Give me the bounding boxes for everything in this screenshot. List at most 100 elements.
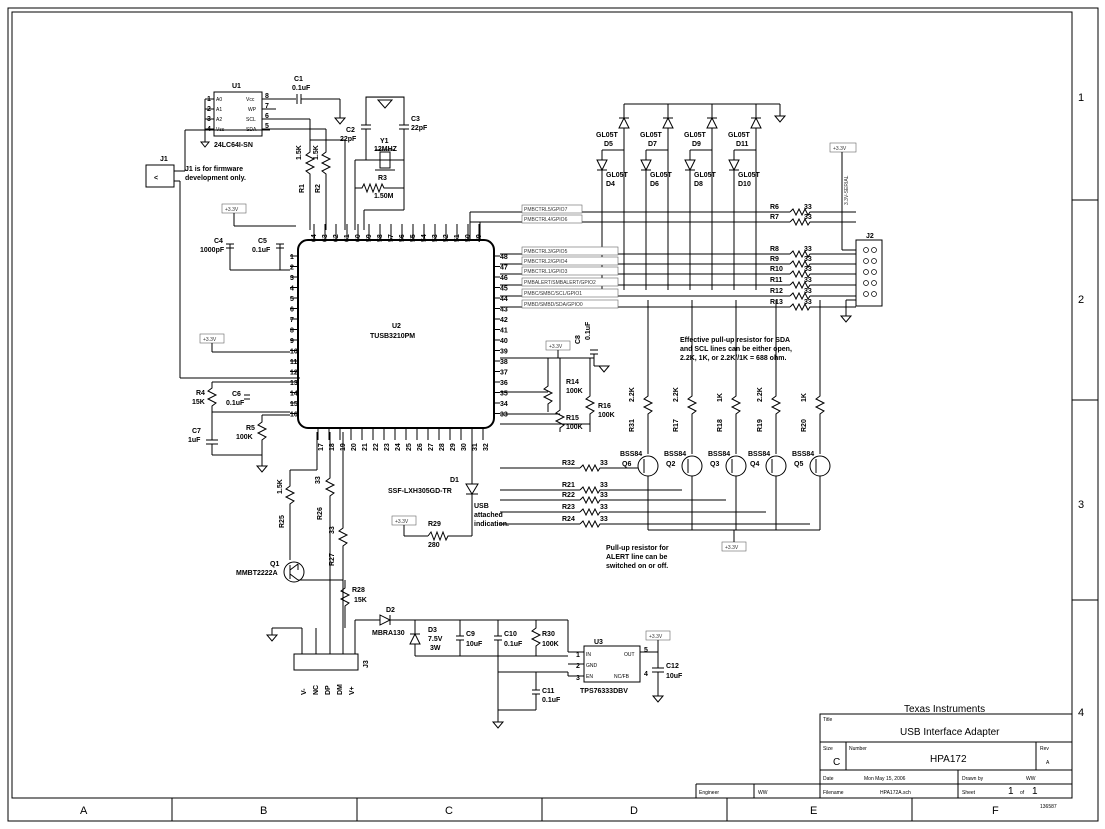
svg-text:R3: R3: [378, 175, 387, 182]
svg-text:SSF-LXH305GD-TR: SSF-LXH305GD-TR: [388, 488, 452, 495]
net-3v3-fets-label: +3.3V: [725, 545, 739, 551]
zone-row-3: 3: [1078, 499, 1084, 511]
svg-text:C8: C8: [575, 335, 582, 344]
u2-pin-bottom-26: 26: [417, 443, 424, 451]
drawn-value: WW: [1026, 776, 1036, 782]
net-3v3-left: +3.3V: [199, 333, 290, 353]
svg-text:5: 5: [644, 647, 648, 654]
svg-text:D3: D3: [428, 627, 437, 634]
series-r-val: 33: [804, 204, 812, 211]
u2-pin-bottom-20: 20: [351, 443, 358, 451]
diode-top-part: GL05T: [596, 132, 619, 139]
diode-bot-ref: D10: [738, 181, 751, 188]
svg-text:0.1uF: 0.1uF: [252, 247, 271, 254]
svg-text:1.5K: 1.5K: [296, 145, 303, 160]
diode-top-symbol: [706, 116, 718, 129]
pullup-ref: R18: [717, 419, 724, 432]
fet-body: [681, 455, 703, 477]
series-r-val: 33: [804, 266, 812, 273]
series-resistor: [789, 249, 856, 259]
u2-pin-top-52: 52: [443, 234, 450, 242]
series-r-ref: R12: [770, 288, 783, 295]
svg-text:<: <: [154, 175, 158, 182]
svg-text:3.3V-SERIAL: 3.3V-SERIAL: [844, 175, 850, 205]
u2-pin-bottom-21: 21: [362, 443, 369, 451]
u2-pin-right-44: 44: [500, 296, 508, 303]
svg-text:5: 5: [265, 123, 269, 130]
svg-text:R30: R30: [542, 631, 555, 638]
svg-text:OUT: OUT: [624, 652, 635, 658]
diode-top-symbol: [618, 116, 630, 129]
svg-text:U3: U3: [594, 639, 603, 646]
svg-text:+3.3V: +3.3V: [395, 519, 409, 525]
svg-text:development only.: development only.: [185, 175, 246, 182]
u2-pin-top-51: 51: [454, 234, 461, 242]
series-r-ref: R11: [770, 277, 783, 284]
u2-pin-top-61: 61: [344, 234, 351, 242]
pullup-val: 2.2K: [757, 387, 764, 402]
svg-text:C1: C1: [294, 76, 303, 83]
fet-part: BSS84: [792, 451, 814, 458]
u2-tusb3210: U2 TUSB3210PM: [297, 239, 495, 429]
svg-text:1.50M: 1.50M: [374, 193, 394, 200]
pm-net-label: PMBD/SMBD/SDA/GPIO0: [524, 302, 583, 308]
u2-pin-top-57: 57: [388, 234, 395, 242]
gate-r-val: 33: [600, 504, 608, 511]
gate-r-ref: R21: [562, 482, 575, 489]
u2-pin-top-59: 59: [366, 234, 373, 242]
pullup-val: 2.2K: [629, 387, 636, 402]
engineer-value: WW: [758, 790, 768, 796]
zone-row-2: 2: [1078, 294, 1084, 306]
u2-pin-bottom-30: 30: [461, 443, 468, 451]
svg-text:GND: GND: [586, 663, 598, 669]
gate-resistor: [579, 485, 682, 495]
svg-text:8: 8: [265, 93, 269, 100]
svg-text:22pF: 22pF: [340, 136, 357, 143]
svg-text:TUSB3210PM: TUSB3210PM: [370, 333, 415, 340]
zone-col-d: D: [630, 805, 638, 817]
svg-text:NC: NC: [313, 685, 320, 695]
u2-pin-bottom-28: 28: [439, 443, 446, 451]
u2-pin-right-42: 42: [500, 317, 508, 324]
u2-pin-right-46: 46: [500, 275, 508, 282]
svg-text:7: 7: [265, 103, 269, 110]
j2-connector: J2 +3.3V 3.3V-SERIAL: [829, 142, 883, 323]
svg-text:MBRA130: MBRA130: [372, 630, 405, 637]
svg-text:R4: R4: [196, 390, 205, 397]
u2-pin-bottom-22: 22: [373, 443, 380, 451]
pm-net-label: PMBCTRL2/GPIO4: [524, 259, 568, 265]
u2-pin-right-47: 47: [500, 265, 508, 272]
pullup-resistor: [642, 300, 654, 454]
svg-text:0.1uF: 0.1uF: [585, 321, 592, 340]
svg-text:J1 is for firmware: J1 is for firmware: [185, 166, 243, 173]
pullup-ref: R20: [801, 419, 808, 432]
svg-text:NC/FB: NC/FB: [614, 674, 630, 680]
drawn-label: Drawn by: [962, 776, 984, 782]
u2-pin-left-3: 3: [290, 275, 294, 282]
u2-pin-right-36: 36: [500, 380, 508, 387]
pm-net-label: PMBCTRL4/GPIO6: [524, 217, 568, 223]
u2-pin-right-37: 37: [500, 370, 508, 377]
series-resistor: [789, 207, 856, 217]
diode-bot-ref: D8: [694, 181, 703, 188]
gate-r-ref: R22: [562, 492, 575, 499]
u2-pin-left-8: 8: [290, 328, 294, 335]
svg-text:Pull-up resistor for: Pull-up resistor for: [606, 545, 669, 552]
svg-text:12MHZ: 12MHZ: [374, 146, 398, 153]
u2-pin-left-7: 7: [290, 317, 294, 324]
j1-connector: J1 < J1 is for firmware development only…: [145, 129, 300, 379]
u2-pin-right-38: 38: [500, 359, 508, 366]
svg-text:24LC64I-SN: 24LC64I-SN: [214, 142, 253, 149]
fet-part: BSS84: [748, 451, 770, 458]
d1-led: D1 SSF-LXH305GD-TR USB attached indicati…: [388, 432, 509, 549]
pm-net-box: [521, 214, 583, 224]
svg-text:Q1: Q1: [270, 561, 279, 568]
svg-text:+3.3V: +3.3V: [833, 146, 847, 152]
svg-text:R25: R25: [279, 515, 286, 528]
svg-text:R15: R15: [566, 415, 579, 422]
u2-pin-left-10: 10: [290, 349, 298, 356]
svg-text:C2: C2: [346, 127, 355, 134]
filename-value: HPA172A.sch: [880, 790, 911, 796]
svg-text:C7: C7: [192, 428, 201, 435]
